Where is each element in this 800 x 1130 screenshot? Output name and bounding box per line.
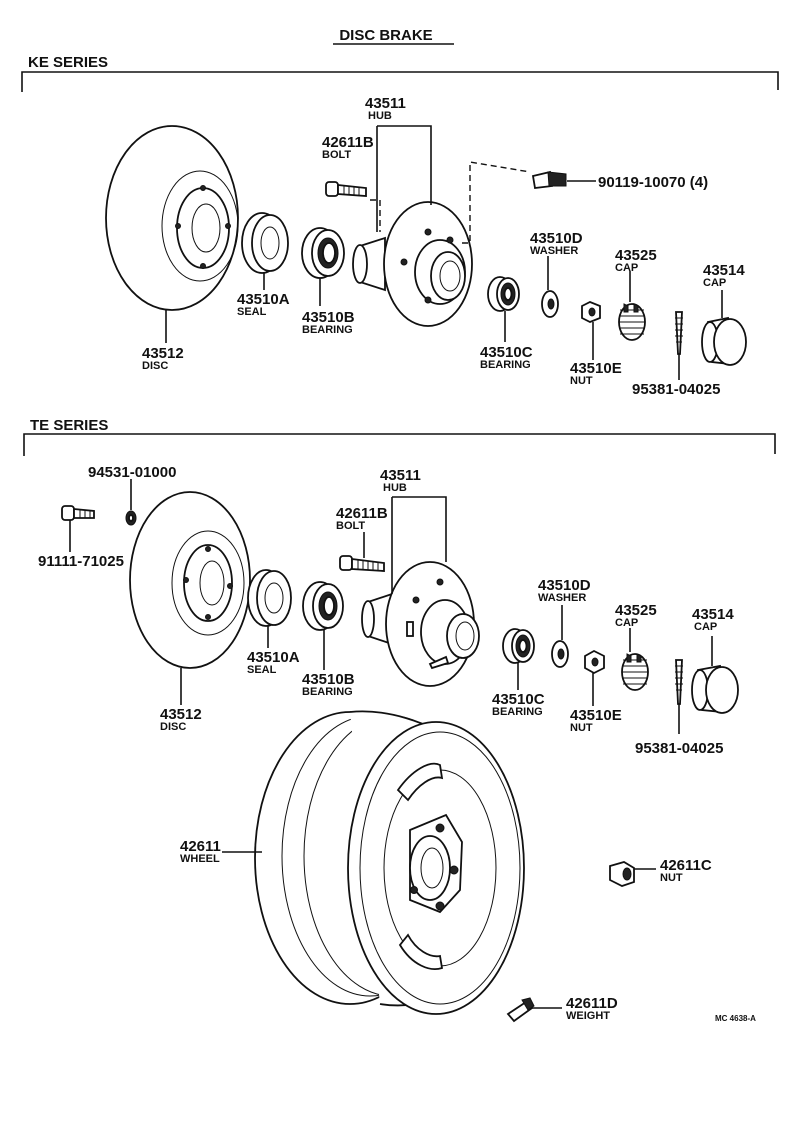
te-bearing-inner-name: BEARING: [302, 686, 353, 698]
ke-cap-number: 43514: [703, 262, 745, 279]
ke-disc-number: 43512: [142, 345, 184, 362]
page-title: DISC BRAKE: [339, 27, 432, 44]
te-cap-nut-name: CAP: [615, 617, 638, 629]
te-disc-number: 43512: [160, 706, 202, 723]
ke-stud-bolt-drawing: [531, 170, 567, 189]
ke-bolt-name: BOLT: [322, 149, 351, 161]
ke-disc-drawing: [105, 125, 239, 311]
te-washer-drawing: [551, 640, 569, 668]
ke-bearing-outer-number: 43510C: [480, 344, 533, 361]
ke-seal-drawing: [241, 212, 289, 274]
te-hub-name: HUB: [383, 482, 407, 494]
te-weight-number: 42611D: [566, 995, 618, 1012]
ke-series-label: KE SERIES: [28, 54, 108, 71]
ke-bolt-drawing: [325, 181, 367, 197]
ke-cap-nut-drawing: [618, 303, 646, 341]
te-wheel-name: WHEEL: [180, 853, 220, 865]
te-bearing-inner-drawing: [302, 581, 344, 631]
ke-stud-bolt-number: 90119-10070 (4): [598, 174, 708, 191]
ke-bolt-number: 42611B: [322, 134, 374, 151]
te-screw-drawing: [61, 505, 95, 521]
ke-bearing-outer-drawing: [487, 276, 520, 312]
te-weight-name: WEIGHT: [566, 1010, 610, 1022]
te-hub-number: 43511: [380, 467, 421, 484]
ke-washer-name: WASHER: [530, 245, 578, 257]
te-disc-name: DISC: [160, 721, 186, 733]
ke-series-section: KE SERIES 43512 DISC 43510A SEAL: [21, 54, 779, 398]
figure-code: MC 4638-A: [715, 1014, 756, 1023]
te-wheel-nut-name: NUT: [660, 872, 683, 884]
te-bearing-outer-name: BEARING: [492, 706, 543, 718]
ke-bearing-inner-number: 43510B: [302, 309, 355, 326]
te-bolt-drawing: [339, 555, 385, 572]
ke-series-bracket: [21, 71, 779, 92]
ke-cap-drawing: [701, 316, 747, 366]
te-pin-number: 95381-04025: [635, 740, 723, 757]
ke-cap-nut-number: 43525: [615, 247, 657, 264]
ke-bearing-inner-name: BEARING: [302, 324, 353, 336]
te-screw-number: 91111-71025: [38, 553, 124, 570]
ke-cap-nut-name: CAP: [615, 262, 638, 274]
ke-hub-number: 43511: [365, 95, 406, 112]
te-series-label: TE SERIES: [30, 417, 108, 434]
ke-nut-drawing: [581, 301, 601, 323]
ke-bearing-inner-drawing: [301, 227, 345, 279]
te-nut-name: NUT: [570, 722, 593, 734]
te-bolt-name: BOLT: [336, 520, 365, 532]
te-bearing-outer-drawing: [502, 628, 535, 664]
ke-washer-drawing: [541, 290, 559, 318]
te-wheel-nut-number: 42611C: [660, 857, 712, 874]
te-wheel-drawing: [254, 710, 525, 1015]
te-seal-drawing: [247, 569, 292, 627]
ke-bearing-outer-name: BEARING: [480, 359, 531, 371]
ke-seal-number: 43510A: [237, 291, 290, 308]
te-cap-nut-number: 43525: [615, 602, 657, 619]
ke-hub-name: HUB: [368, 110, 392, 122]
te-washer-small-drawing: [125, 510, 137, 526]
te-cap-nut-drawing: [621, 653, 649, 691]
ke-pin-number: 95381-04025: [632, 381, 720, 398]
te-washer-name: WASHER: [538, 592, 586, 604]
ke-nut-number: 43510E: [570, 360, 622, 377]
ke-disc-name: DISC: [142, 360, 168, 372]
te-seal-number: 43510A: [247, 649, 300, 666]
te-wheel-nut-drawing: [609, 861, 635, 887]
te-nut-drawing: [584, 649, 605, 675]
te-series-section: TE SERIES 91111-71025 94531-01000: [23, 417, 776, 1023]
te-bolt-number: 42611B: [336, 505, 388, 522]
te-cap-drawing: [691, 664, 739, 714]
te-cap-name: CAP: [694, 621, 717, 633]
te-weight-drawing: [506, 997, 535, 1023]
te-series-bracket: [23, 433, 776, 456]
te-disc-drawing: [129, 491, 251, 669]
te-washer-number: 43510D: [538, 577, 591, 594]
ke-hub-drawing: [352, 201, 473, 327]
te-pin-drawing: [675, 659, 683, 705]
te-bearing-inner-number: 43510B: [302, 671, 355, 688]
te-washer-small-number: 94531-01000: [88, 464, 176, 481]
te-cap-number: 43514: [692, 606, 734, 623]
te-seal-name: SEAL: [247, 664, 277, 676]
te-hub-drawing: [361, 561, 480, 687]
ke-cap-name: CAP: [703, 277, 726, 289]
ke-washer-number: 43510D: [530, 230, 583, 247]
te-wheel-number: 42611: [180, 838, 221, 855]
ke-nut-name: NUT: [570, 375, 593, 387]
te-bearing-outer-number: 43510C: [492, 691, 545, 708]
ke-seal-name: SEAL: [237, 306, 267, 318]
te-nut-number: 43510E: [570, 707, 622, 724]
ke-pin-drawing: [675, 311, 683, 355]
